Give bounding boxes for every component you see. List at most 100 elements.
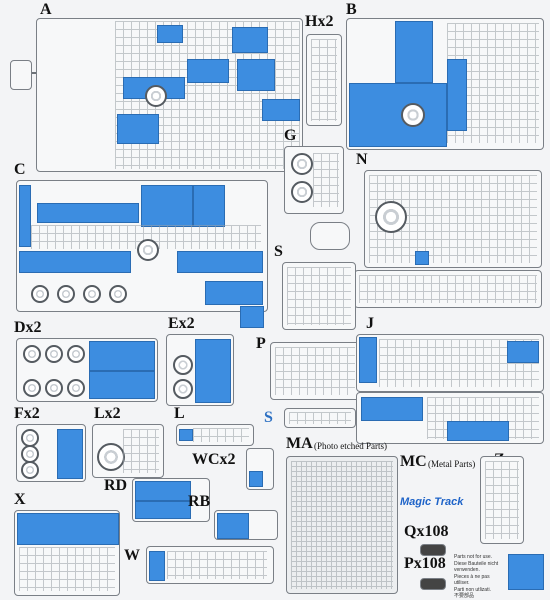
sprue-n-label: N — [356, 151, 368, 168]
sprue-d-label: Dx2 — [14, 319, 42, 336]
sprue-wc-label: WCx2 — [192, 451, 236, 468]
sprue-f-wheel-3 — [21, 461, 39, 479]
sprue-a-tab — [10, 60, 32, 90]
sprue-d — [16, 338, 158, 402]
sprue-c-wheel-3 — [83, 285, 101, 303]
sprue-c-wheel-4 — [109, 285, 127, 303]
sprue-c-wheel-2 — [57, 285, 75, 303]
sprue-wc-unused-1 — [249, 471, 263, 487]
sprue-x-parts — [19, 547, 115, 591]
sprue-c-gate — [137, 239, 159, 261]
sprue-j-label: J — [366, 315, 374, 332]
sprue-s — [282, 262, 356, 330]
sprue-lx2-wheel — [97, 443, 125, 471]
sprue-l-unused-1 — [179, 429, 193, 441]
sprue-g-wheel-1 — [291, 153, 313, 175]
sprue-d-wheel-4 — [23, 379, 41, 397]
sprue-h-parts — [311, 39, 337, 121]
sprue-c — [16, 180, 268, 312]
sprue-a-unused-3 — [187, 59, 229, 83]
sprue-g — [284, 146, 344, 214]
track-link-q — [420, 544, 446, 556]
sprue-b-label: B — [346, 1, 357, 18]
sprue-e-unused-1 — [195, 339, 231, 403]
legend-line-3: Pieces à ne pas utiliser. — [454, 573, 490, 587]
sprue-n-unused-1 — [415, 251, 429, 265]
sprue-mc-note: (Metal Parts) — [428, 459, 476, 469]
sprue-p-parts — [275, 347, 355, 395]
legend-text: Parts not for use. Diese Bauteile nicht … — [454, 554, 504, 600]
sprue-j-unused-1 — [359, 337, 377, 383]
sprue-d-unused-2 — [89, 371, 155, 399]
sprue-c-unused-4 — [193, 185, 225, 227]
sprue-d-wheel-1 — [23, 345, 41, 363]
sprue-rd-label: RD — [104, 477, 128, 494]
sprue-x-label: X — [14, 491, 26, 508]
sprue-rb-label: RB — [188, 493, 211, 510]
sprue-b-unused-1 — [349, 83, 447, 147]
sprue-b-gate — [401, 103, 425, 127]
sprue-f-label: Fx2 — [14, 405, 40, 422]
sprue-ma-label: MA — [286, 435, 313, 452]
sprue-g-wheel-2 — [291, 181, 313, 203]
sprue-p-label: P — [256, 335, 266, 352]
sprue-c-unused-1 — [19, 185, 31, 247]
sprue-c-unused-6 — [177, 251, 263, 273]
sprue-n-lower — [354, 270, 542, 308]
sprue-a-unused-6 — [117, 114, 159, 144]
sprue-e — [166, 334, 234, 406]
sprue-e-wheel-1 — [173, 355, 193, 375]
sprue-a-unused-4 — [237, 59, 275, 91]
sprue-rb-unused-1 — [217, 513, 249, 539]
sprue-w-label: W — [124, 547, 140, 564]
sprue-s2-parts — [289, 412, 351, 424]
sprue-lx2 — [92, 424, 164, 478]
sprue-d-wheel-3 — [67, 345, 85, 363]
sprue-j-unused-3 — [361, 397, 423, 421]
sprue-h-label: Hx2 — [305, 13, 334, 30]
sprue-n-gate — [375, 201, 407, 233]
sprue-j — [356, 334, 544, 392]
magic-track-logo: Magic Track — [400, 496, 464, 508]
sprue-d-wheel-5 — [45, 379, 63, 397]
sprue-z — [480, 456, 524, 544]
sprue-ma-parts — [291, 461, 393, 589]
sprue-n-lower-parts — [359, 275, 537, 303]
sprue-l — [176, 424, 254, 446]
sprue-w-unused-1 — [149, 551, 165, 581]
sprue-b-unused-2 — [395, 21, 433, 83]
turret-part — [310, 222, 350, 250]
track-link-p — [420, 578, 446, 590]
sprue-s-label: S — [274, 243, 283, 260]
sprue-a-unused-2 — [232, 27, 268, 53]
sprue-rd-unused-1 — [135, 481, 191, 501]
sprue-x — [14, 510, 120, 596]
sprue-x-unused-1 — [17, 513, 119, 545]
sprue-s2-label: S — [264, 409, 273, 426]
sprue-c-label: C — [14, 161, 26, 178]
sprue-c-unused-3 — [141, 185, 193, 227]
sprue-d-wheel-2 — [45, 345, 63, 363]
sprue-d-wheel-6 — [67, 379, 85, 397]
sprue-lx2-label: Lx2 — [94, 405, 121, 422]
sprue-a-label: A — [40, 1, 52, 18]
sprue-rd-unused-2 — [135, 501, 191, 519]
sprue-e-label: Ex2 — [168, 315, 195, 332]
sprue-b — [346, 18, 544, 150]
sprue-rb — [214, 510, 278, 540]
sprue-w — [146, 546, 274, 584]
sprue-f — [16, 424, 86, 482]
sprue-a-unused-1 — [157, 25, 183, 43]
sprue-j-unused-2 — [507, 341, 539, 363]
sprue-j-unused-4 — [447, 421, 509, 441]
sprue-c-unused-7 — [205, 281, 263, 305]
legend-line-1: Parts not for use. — [454, 554, 493, 560]
sprue-e-wheel-2 — [173, 379, 193, 399]
sprue-c-unused-8 — [240, 306, 264, 328]
sprue-rd — [132, 478, 210, 522]
sprue-s2 — [284, 408, 356, 428]
sprue-ma — [286, 456, 398, 594]
legend-line-4: Parti non utlizati. — [454, 586, 491, 593]
sprue-f-unused-1 — [57, 429, 83, 479]
legend-swatch — [508, 554, 544, 590]
